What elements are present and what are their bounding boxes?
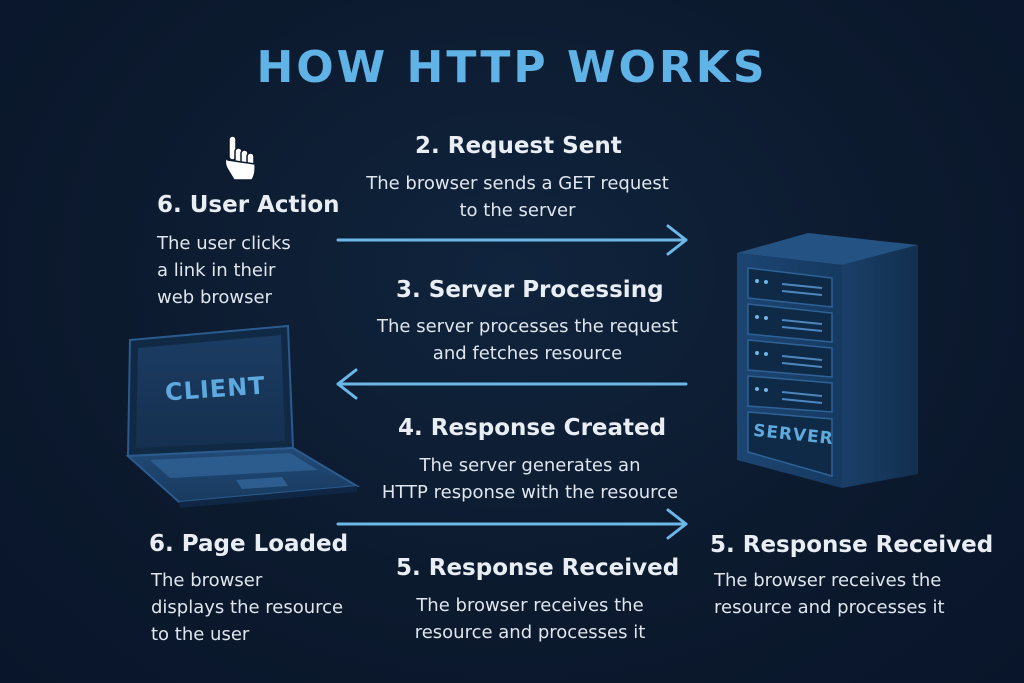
page-title: HOW HTTP WORKS: [256, 42, 768, 93]
client-label: CLIENT: [164, 371, 267, 407]
step-response-received-right-desc: The browser receives the resource and pr…: [714, 570, 945, 618]
arrow-request: [336, 224, 688, 256]
step-request-sent-title: 2. Request Sent: [415, 133, 622, 159]
arrow-response: [336, 368, 688, 400]
step-response-created-desc: The server generates an HTTP response wi…: [381, 455, 679, 503]
step-request-sent-desc: The browser sends a GET request to the s…: [366, 173, 669, 221]
step-page-loaded-desc: The browser displays the resource to the…: [151, 570, 344, 645]
server-label: SERVER: [752, 420, 835, 450]
step-page-loaded-title: 6. Page Loaded: [149, 531, 349, 557]
step-response-created-title: 4. Response Created: [398, 415, 667, 441]
step-response-received-center-title: 5. Response Received: [396, 555, 680, 581]
step-user-action-desc: The user clicks a link in their web brow…: [157, 233, 291, 308]
step-server-processing-desc: The server processes the request and fet…: [377, 316, 678, 364]
step-server-processing-title: 3. Server Processing: [396, 277, 664, 303]
arrow-delivery: [336, 508, 688, 540]
step-response-received-center-desc: The browser receives the resource and pr…: [414, 595, 646, 643]
step-user-action-title: 6. User Action: [157, 192, 340, 218]
step-response-received-right-title: 5. Response Received: [710, 532, 994, 558]
